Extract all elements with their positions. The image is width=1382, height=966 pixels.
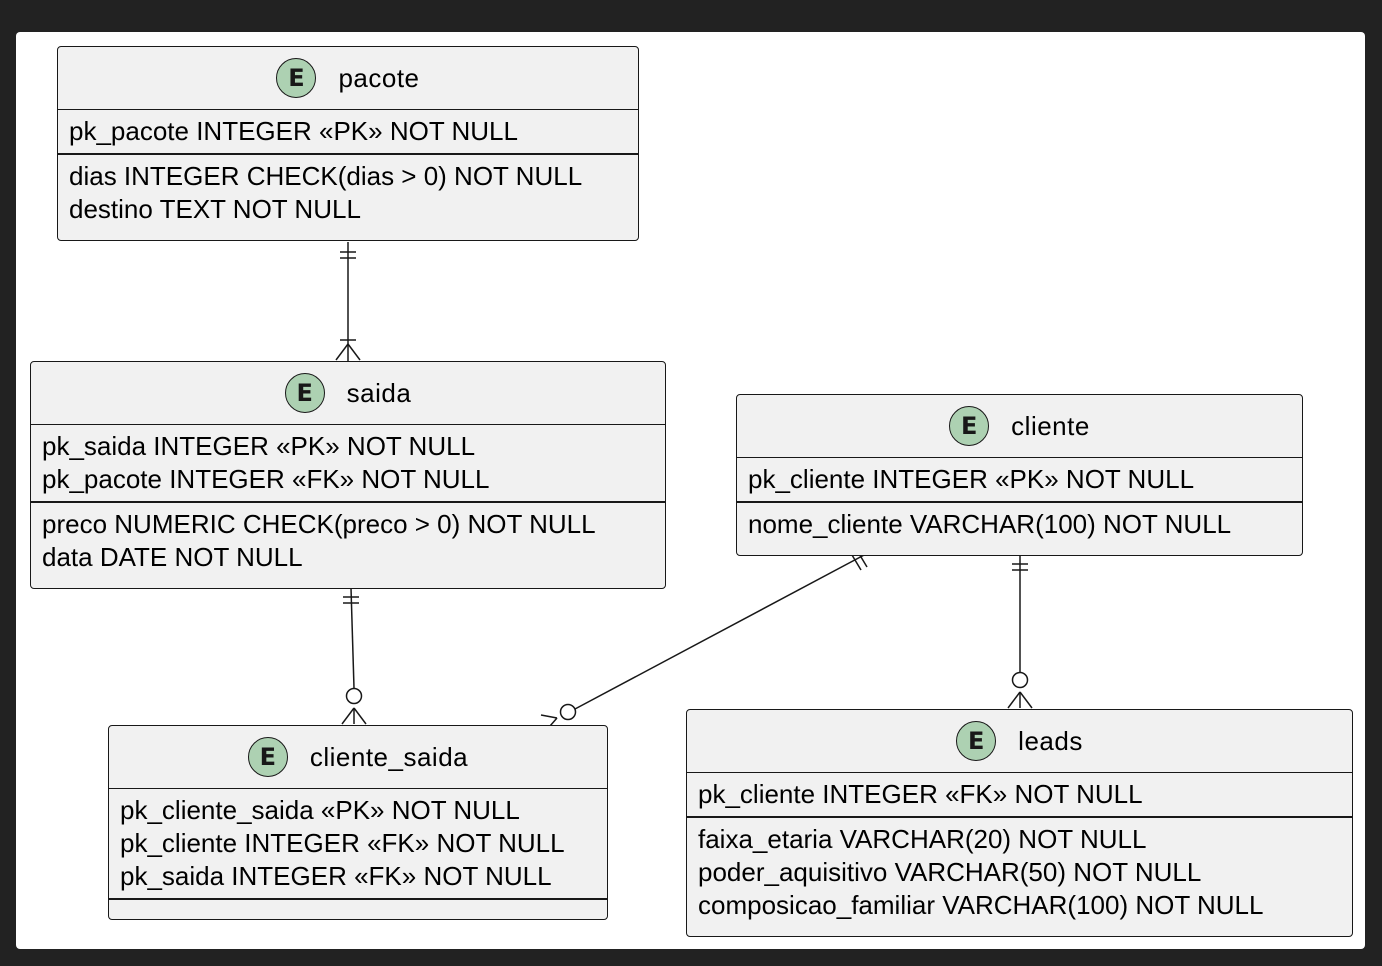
crowfoot-mark bbox=[341, 707, 355, 725]
crowfoot-mark bbox=[347, 343, 361, 361]
field-row: composicao_familiar VARCHAR(100) NOT NUL… bbox=[698, 890, 1264, 920]
key-section: pk_cliente INTEGER «PK» NOT NULL bbox=[737, 458, 1302, 501]
field-row: poder_aquisitivo VARCHAR(50) NOT NULL bbox=[698, 857, 1202, 887]
crowfoot-mark bbox=[549, 717, 558, 727]
entity-title: leads bbox=[1018, 725, 1083, 756]
crowfoot-mark bbox=[1007, 691, 1021, 709]
field-row: nome_cliente VARCHAR(100) NOT NULL bbox=[748, 509, 1232, 539]
entity-badge-icon: E bbox=[276, 58, 317, 98]
diagram-canvas: E pacote pk_pacote INTEGER «PK» NOT NULL… bbox=[16, 32, 1365, 949]
field-row: destino TEXT NOT NULL bbox=[69, 194, 361, 224]
entity-title: saida bbox=[346, 377, 412, 408]
key-section: pk_cliente INTEGER «FK» NOT NULL bbox=[687, 773, 1352, 816]
entity-header: E leads bbox=[687, 710, 1352, 773]
entity-badge-icon: E bbox=[247, 737, 288, 777]
relationship-saida-cliente-saida bbox=[341, 587, 367, 725]
entity-title: pacote bbox=[338, 62, 420, 93]
key-section: pk_saida INTEGER «PK» NOT NULL pk_pacote… bbox=[31, 425, 665, 501]
crowfoot-mark bbox=[540, 714, 558, 719]
field-row: pk_cliente INTEGER «FK» NOT NULL bbox=[120, 828, 565, 858]
one-bar-mark bbox=[851, 554, 862, 571]
relationship-pacote-saida bbox=[335, 242, 361, 362]
field-row: pk_cliente INTEGER «PK» NOT NULL bbox=[748, 464, 1195, 494]
field-row: data DATE NOT NULL bbox=[42, 542, 303, 572]
field-row: pk_pacote INTEGER «PK» NOT NULL bbox=[69, 116, 518, 146]
attribute-section: preco NUMERIC CHECK(preco > 0) NOT NULL … bbox=[31, 501, 665, 579]
field-row: faixa_etaria VARCHAR(20) NOT NULL bbox=[698, 824, 1147, 854]
relationship-cliente-cliente-saida bbox=[540, 551, 868, 727]
entity-leads[interactable]: E leads pk_cliente INTEGER «FK» NOT NULL… bbox=[686, 709, 1353, 937]
crowfoot-mark bbox=[353, 707, 367, 725]
field-row: preco NUMERIC CHECK(preco > 0) NOT NULL bbox=[42, 509, 596, 539]
crowfoot-mark bbox=[1019, 691, 1033, 709]
entity-badge-icon: E bbox=[949, 406, 990, 446]
entity-header: E saida bbox=[31, 362, 665, 425]
entity-title: cliente_saida bbox=[309, 741, 469, 772]
relationship-cliente-leads bbox=[1007, 555, 1033, 709]
zero-circle-mark bbox=[1011, 671, 1029, 689]
attribute-section bbox=[109, 898, 607, 912]
crowfoot-mark bbox=[335, 343, 349, 361]
attribute-section: nome_cliente VARCHAR(100) NOT NULL bbox=[737, 501, 1302, 546]
entity-header: E cliente_saida bbox=[109, 726, 607, 789]
zero-circle-mark bbox=[345, 687, 363, 705]
entity-cliente-saida[interactable]: E cliente_saida pk_cliente_saida «PK» NO… bbox=[108, 725, 608, 920]
entity-saida[interactable]: E saida pk_saida INTEGER «PK» NOT NULL p… bbox=[30, 361, 666, 589]
entity-header: E cliente bbox=[737, 395, 1302, 458]
entity-pacote[interactable]: E pacote pk_pacote INTEGER «PK» NOT NULL… bbox=[57, 46, 639, 241]
key-section: pk_cliente_saida «PK» NOT NULL pk_client… bbox=[109, 789, 607, 898]
relationship-layer bbox=[335, 242, 1033, 727]
entity-title: cliente bbox=[1011, 410, 1090, 441]
entity-badge-icon: E bbox=[956, 721, 997, 761]
zero-circle-mark bbox=[559, 703, 577, 721]
field-row: pk_cliente INTEGER «FK» NOT NULL bbox=[698, 779, 1143, 809]
entity-badge-icon: E bbox=[284, 373, 325, 413]
entity-header: E pacote bbox=[58, 47, 638, 110]
field-row: dias INTEGER CHECK(dias > 0) NOT NULL bbox=[69, 161, 583, 191]
field-row: pk_saida INTEGER «PK» NOT NULL bbox=[42, 431, 476, 461]
field-row: pk_saida INTEGER «FK» NOT NULL bbox=[120, 861, 552, 891]
key-section: pk_pacote INTEGER «PK» NOT NULL bbox=[58, 110, 638, 153]
field-row: pk_pacote INTEGER «FK» NOT NULL bbox=[42, 464, 490, 494]
attribute-section: dias INTEGER CHECK(dias > 0) NOT NULL de… bbox=[58, 153, 638, 231]
attribute-section: faixa_etaria VARCHAR(20) NOT NULL poder_… bbox=[687, 816, 1352, 927]
entity-cliente[interactable]: E cliente pk_cliente INTEGER «PK» NOT NU… bbox=[736, 394, 1303, 556]
field-row: pk_cliente_saida «PK» NOT NULL bbox=[120, 795, 520, 825]
